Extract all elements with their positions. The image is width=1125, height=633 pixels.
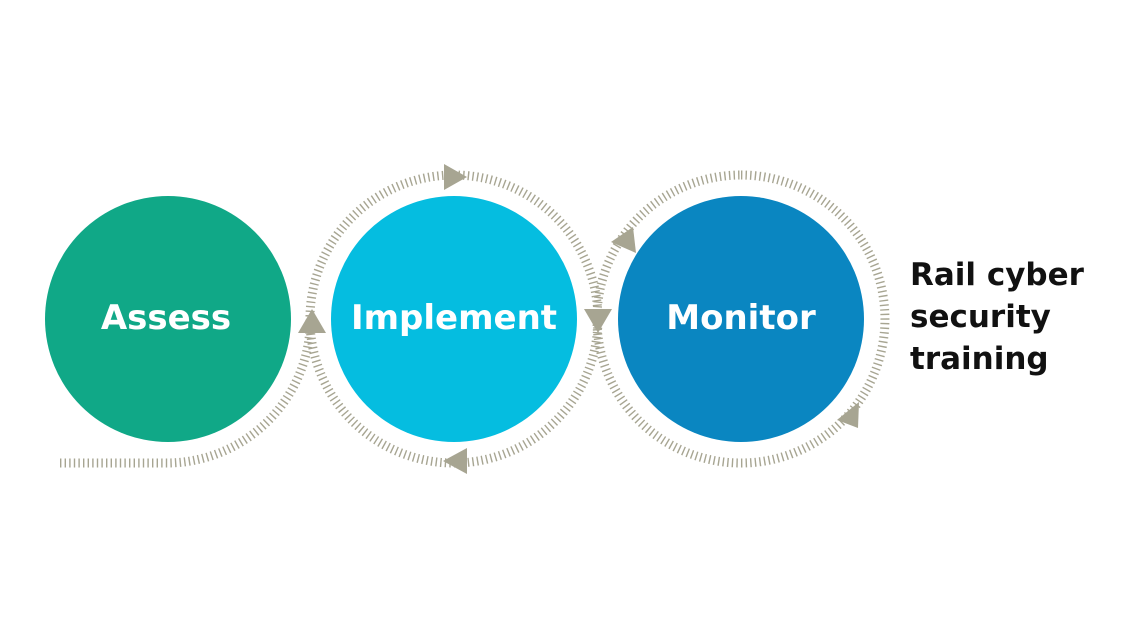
arrowhead-left-bottom	[443, 448, 467, 474]
side-title-line-3: training	[910, 341, 1049, 377]
side-title: Rail cyber security training	[910, 254, 1110, 380]
stage-label-monitor: Monitor	[666, 298, 816, 338]
arrowhead-right-top	[444, 164, 467, 190]
stage-label-assess: Assess	[101, 298, 231, 338]
arrowhead-left-monitor	[611, 227, 636, 253]
arrowhead-up-monitor	[837, 402, 859, 428]
assess-circle	[45, 196, 291, 442]
stage-label-implement: Implement	[351, 298, 557, 338]
side-title-line-2: security	[910, 299, 1051, 335]
implement-circle	[331, 196, 577, 442]
side-title-line-1: Rail cyber	[910, 257, 1084, 293]
monitor-circle	[618, 196, 864, 442]
arrowhead-up	[298, 309, 326, 333]
orbit-track-tail	[60, 329, 315, 468]
flow-arrows	[298, 164, 859, 474]
arrowhead-down	[584, 309, 612, 333]
